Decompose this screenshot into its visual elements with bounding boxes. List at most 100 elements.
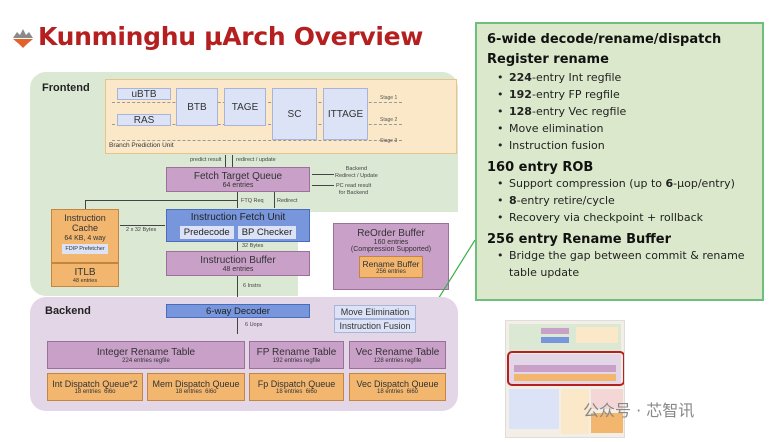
integer-rename-table: Integer Rename Table 224 entries regfile — [47, 341, 245, 369]
rob-title: ReOrder Buffer — [357, 228, 425, 239]
mountain-logo-icon — [13, 29, 33, 48]
fp-rename-sub: 192 entries regfile — [272, 357, 321, 364]
mem-dq-sub: 18 entries 6i6o — [175, 389, 217, 395]
thumb-block — [541, 337, 569, 343]
icache-ifu-arrow — [120, 225, 165, 226]
bpu-label: Branch Prediction Unit — [109, 142, 174, 149]
rob-list: Support compression (up to 6-µop/entry) … — [487, 175, 752, 226]
ftq-req-arrow — [237, 192, 238, 208]
bytes-32-label: 32 Bytes — [242, 243, 264, 249]
icache-title1: Instruction — [64, 213, 106, 223]
stage-label: Stage 3 — [380, 138, 398, 144]
fp-dq-sub: 18 entries 6i6o — [275, 389, 318, 395]
fp-rename-title: FP Rename Table — [256, 346, 337, 358]
thumb-vec — [591, 389, 623, 409]
ifu-redirect-arrow — [274, 192, 275, 208]
vec-rename-title: Vec Rename Table — [355, 346, 440, 358]
thumb-cache — [591, 413, 623, 433]
vec-dq-title: Vec Dispatch Queue — [356, 379, 439, 389]
btb-block: BTB — [176, 88, 218, 126]
int-rename-title: Integer Rename Table — [96, 346, 196, 358]
instruction-buffer: Instruction Buffer 48 entries — [166, 251, 310, 276]
redirect-update-label: redirect / update — [236, 157, 276, 163]
int-dq-sub: 18 entries 6i6o — [74, 389, 116, 395]
predecode-block: Predecode — [179, 226, 234, 239]
rob-sub: 160 entries — [373, 239, 409, 246]
ifu-title: Instruction Fetch Unit — [190, 212, 286, 223]
thumb-rename — [514, 365, 616, 372]
ibuf-sub: 48 entries — [222, 265, 254, 273]
rob-sub2: (Compression Supported) — [350, 246, 432, 253]
list-item: Bridge the gap between commit & rename t… — [497, 247, 752, 281]
register-rename-heading: Register rename — [487, 52, 609, 67]
mem-dq-title: Mem Dispatch Queue — [152, 379, 240, 389]
pc-read-arrow — [312, 185, 334, 186]
watermark: 公众号 · 芯智讯 — [583, 401, 695, 420]
stage-label: Stage 1 — [380, 95, 398, 101]
itlb-title: ITLB — [74, 266, 96, 278]
backend-redirect-arrow — [312, 174, 334, 175]
instruction-fusion: Instruction Fusion — [334, 319, 416, 333]
stage-divider — [112, 140, 402, 141]
mem-dispatch-queue: Mem Dispatch Queue 18 entries 6i6o — [147, 373, 245, 401]
redirect-arrow — [232, 155, 233, 167]
fetch-target-queue: Fetch Target Queue 64 entries — [166, 167, 310, 192]
ifu-ibuf-arrow — [237, 242, 238, 251]
bytes-2x32-label: 2 x 32 Bytes — [126, 227, 157, 233]
ibuf-decoder-arrow — [237, 276, 238, 303]
sc-block: SC — [272, 88, 317, 140]
bp-checker-block: BP Checker — [237, 226, 297, 239]
thumb-mem — [561, 389, 589, 434]
tage-block: TAGE — [224, 88, 266, 126]
ftq-to-icache-line — [85, 200, 237, 201]
rename-list: 224-entry Int regfile 192-entry FP regfi… — [487, 69, 752, 154]
rename-buffer-title: Rename Buffer — [362, 259, 420, 269]
ibuf-title: Instruction Buffer — [200, 254, 276, 266]
backend-label: Backend — [45, 305, 91, 317]
instrs-6-label: 6 Instrs — [243, 283, 262, 289]
ftq-sub: 64 entries — [222, 181, 254, 189]
thumb-dispatch — [514, 374, 616, 381]
int-dq-title: Int Dispatch Queue*2 — [52, 379, 138, 389]
page-title: Kunminghu µArch Overview — [38, 22, 424, 51]
thumb-int — [509, 389, 559, 429]
list-item: 192-entry FP regfile — [497, 86, 752, 103]
vec-rename-table: Vec Rename Table 128 entries regfile — [349, 341, 446, 369]
redirect-label: Redirect — [277, 198, 298, 204]
vec-dq-sub: 18 entries 6i6o — [376, 389, 419, 395]
uops-label: 6 Uops — [245, 322, 263, 328]
icache-title2: Cache — [71, 223, 98, 233]
reorder-buffer: ReOrder Buffer 160 entries (Compression … — [333, 223, 449, 290]
int-dispatch-queue: Int Dispatch Queue*2 18 entries 6i6o — [47, 373, 143, 401]
rename-buffer-sub: 256 entries — [376, 269, 406, 275]
fp-dispatch-queue: Fp Dispatch Queue 18 entries 6i6o — [249, 373, 344, 401]
rename-buffer: Rename Buffer 256 entries — [359, 256, 423, 278]
thumb-block — [541, 328, 569, 334]
ftq-to-icache-down — [85, 200, 86, 209]
move-elimination: Move Elimination — [334, 305, 416, 319]
ubtb-block: uBTB — [117, 88, 171, 100]
thumb-highlight — [507, 351, 624, 386]
ittage-block: ITTAGE — [323, 88, 368, 140]
vec-rename-sub: 128 entries regfile — [373, 357, 422, 364]
rob-heading: 160 entry ROB — [487, 160, 594, 175]
list-item: 8-entry retire/cycle — [497, 192, 752, 209]
six-way-decoder: 6-way Decoder — [166, 304, 310, 318]
itlb-sub: 48 entries — [72, 277, 98, 284]
summary-panel: 6-wide decode/rename/dispatch Register r… — [475, 22, 764, 301]
rename-buffer-list: Bridge the gap between commit & rename t… — [487, 247, 752, 281]
thumb-bpu — [576, 327, 618, 343]
decoder-rename-arrow — [237, 318, 238, 334]
list-item: Instruction fusion — [497, 137, 752, 154]
int-rename-sub: 224 entries regfile — [122, 357, 170, 364]
predict-arrow — [225, 155, 226, 167]
stage-label: Stage 2 — [380, 117, 398, 123]
vec-dispatch-queue: Vec Dispatch Queue 18 entries 6i6o — [349, 373, 446, 401]
ras-block: RAS — [117, 114, 171, 126]
instruction-fetch-unit: Instruction Fetch Unit Predecode BP Chec… — [166, 209, 310, 242]
fp-dq-title: Fp Dispatch Queue — [257, 379, 336, 389]
instruction-cache: Instruction Cache 64 KB, 4 way FDIP Pref… — [51, 209, 119, 263]
overview-thumbnail — [505, 320, 625, 438]
list-item: 224-entry Int regfile — [497, 69, 752, 86]
rename-buffer-heading: 256 entry Rename Buffer — [487, 232, 672, 247]
